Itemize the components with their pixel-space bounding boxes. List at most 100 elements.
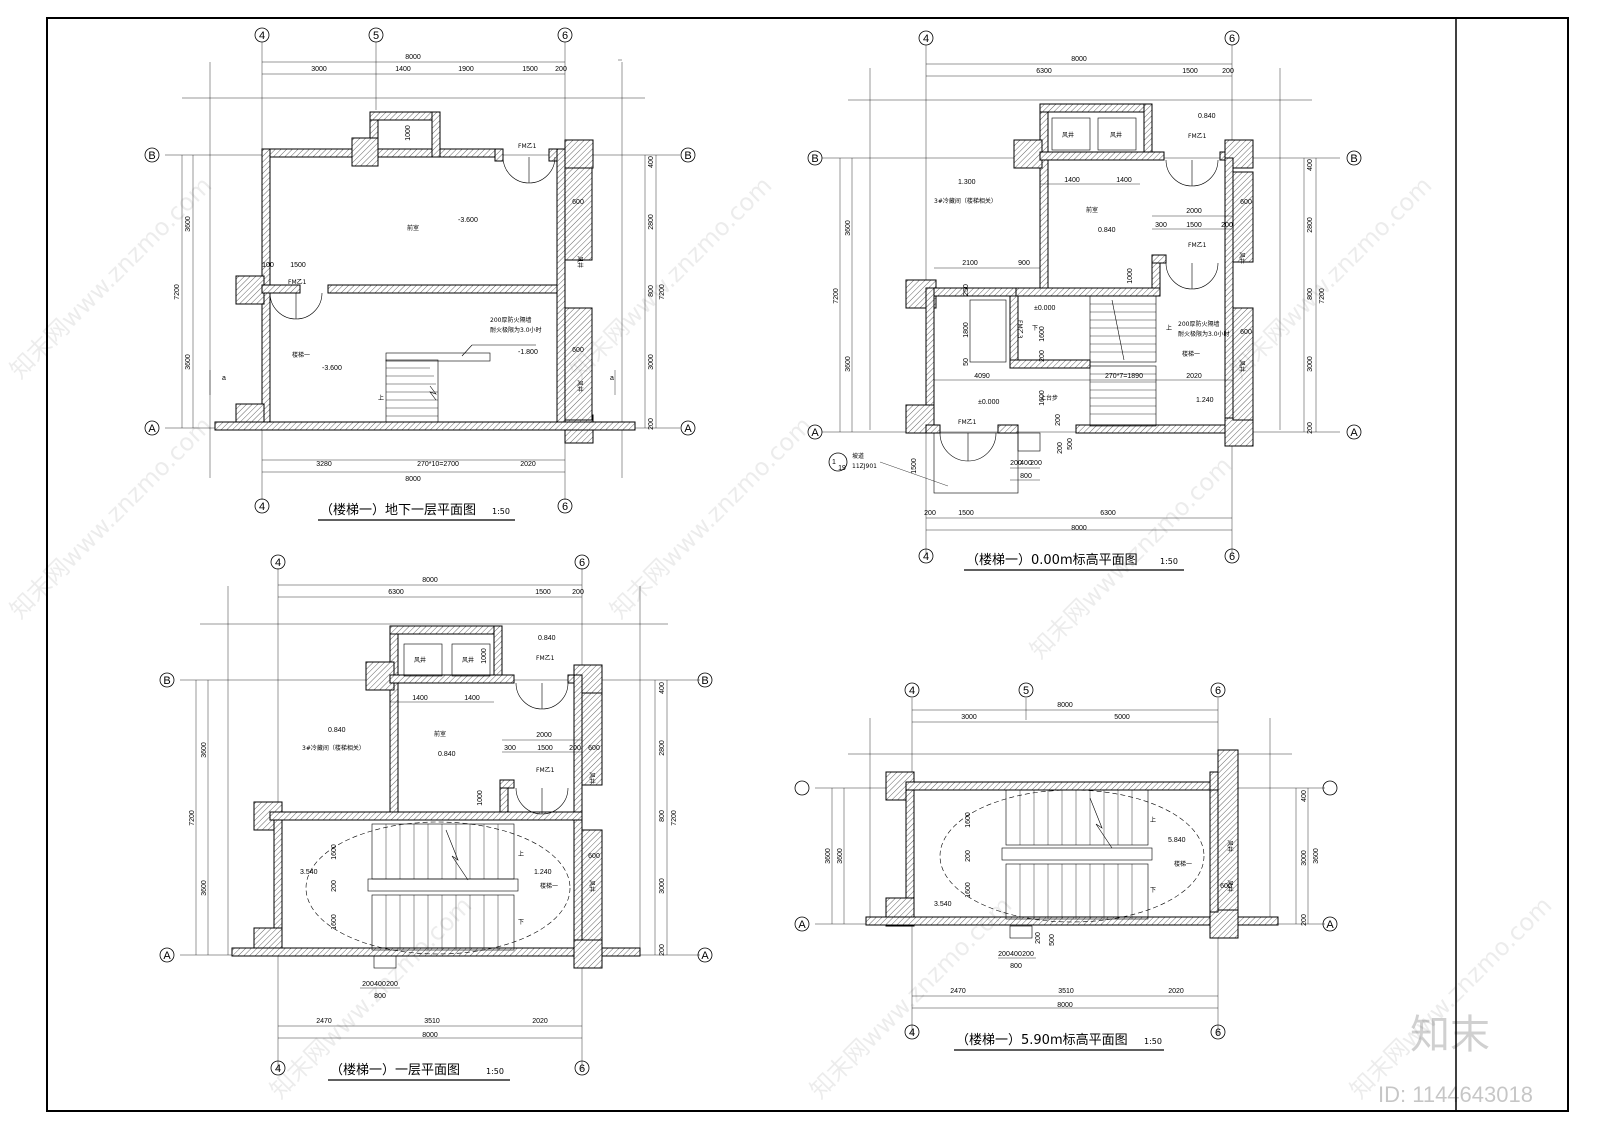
svg-text:1500: 1500: [958, 510, 974, 517]
svg-text:200厚防火隔墙: 200厚防火隔墙: [490, 316, 531, 324]
svg-text:3000: 3000: [961, 714, 977, 721]
svg-text:3000: 3000: [1301, 850, 1308, 866]
svg-text:100: 100: [262, 262, 274, 269]
svg-text:5: 5: [1023, 685, 1029, 697]
axis-6-top: 6: [562, 30, 568, 42]
svg-text:±0.000: ±0.000: [978, 399, 999, 406]
svg-text:8000: 8000: [1071, 525, 1087, 532]
svg-text:3000: 3000: [659, 878, 666, 894]
plan-title: （楼梯一）地下一层平面图: [320, 503, 476, 518]
svg-text:知末网www.znzmo.com: 知末网www.znzmo.com: [1344, 891, 1557, 1104]
plan-5-90: [815, 698, 1325, 1035]
svg-text:1.240: 1.240: [1196, 397, 1214, 404]
svg-text:250: 250: [963, 284, 970, 296]
svg-text:400: 400: [1307, 159, 1314, 171]
svg-text:6: 6: [1215, 1027, 1221, 1039]
svg-text:600: 600: [572, 347, 584, 354]
svg-text:A: A: [1326, 919, 1334, 931]
svg-text:11ZJ901: 11ZJ901: [852, 463, 877, 470]
plan-ground-0: [822, 45, 1340, 555]
svg-text:400: 400: [374, 981, 386, 988]
room-label: 前室: [407, 224, 419, 232]
svg-text:FM乙1: FM乙1: [1188, 133, 1207, 140]
svg-text:下: 下: [518, 919, 524, 926]
svg-text:200: 200: [1035, 932, 1042, 944]
svg-text:900: 900: [1018, 260, 1030, 267]
svg-text:6: 6: [1229, 551, 1235, 563]
dim-bottom: 3280: [316, 461, 332, 468]
svg-text:1600: 1600: [965, 882, 972, 898]
axis-6-bottom: 6: [562, 501, 568, 513]
svg-text:坡道: 坡道: [852, 452, 864, 460]
axis-a-left: A: [148, 423, 156, 435]
plan-first-floor-text: 4 6 4 6 B A B A 8000 6300 1500 200 2470 …: [163, 557, 709, 1081]
plan-scale: 1:50: [492, 507, 510, 516]
svg-text:1: 1: [832, 459, 836, 466]
svg-text:200: 200: [1301, 914, 1308, 926]
svg-text:200: 200: [1221, 222, 1233, 229]
axis-b-right: B: [684, 150, 691, 162]
svg-text:3600: 3600: [825, 848, 832, 864]
svg-text:1600: 1600: [1039, 390, 1046, 406]
axis-bubbles: [144, 27, 1362, 1076]
svg-text:（楼梯一）一层平面图: （楼梯一）一层平面图: [330, 1063, 460, 1078]
svg-text:3.540: 3.540: [934, 901, 952, 908]
svg-text:风井: 风井: [1226, 840, 1234, 852]
svg-text:3#冷藏间（楼梯相关）: 3#冷藏间（楼梯相关）: [302, 744, 365, 752]
svg-text:知末网www.znzmo.com: 知末网www.znzmo.com: [604, 411, 817, 624]
axis-4-bottom: 4: [259, 501, 265, 513]
svg-text:B: B: [1350, 153, 1357, 165]
sheet-border: [46, 17, 1569, 1112]
svg-text:6: 6: [1229, 33, 1235, 45]
svg-text:a: a: [222, 375, 226, 382]
svg-text:风井: 风井: [588, 880, 596, 892]
svg-text:楼梯一: 楼梯一: [1182, 350, 1200, 358]
svg-text:7200: 7200: [189, 810, 196, 826]
svg-text:1:50: 1:50: [1144, 1037, 1162, 1046]
svg-text:上: 上: [378, 394, 384, 402]
svg-text:0.840: 0.840: [328, 727, 346, 734]
svg-text:1000: 1000: [481, 648, 488, 664]
svg-text:600: 600: [1240, 199, 1252, 206]
svg-text:200: 200: [386, 981, 398, 988]
svg-text:1000: 1000: [477, 790, 484, 806]
svg-text:6300: 6300: [388, 589, 404, 596]
svg-text:1400: 1400: [1116, 177, 1132, 184]
svg-text:0.840: 0.840: [538, 635, 556, 642]
svg-text:A: A: [811, 427, 819, 439]
svg-text:1600: 1600: [965, 812, 972, 828]
plan-ground-0-text: 4 6 4 6 B A B A 8000 6300 1500 200 200 1…: [811, 33, 1358, 571]
plan-basement: [165, 42, 680, 500]
svg-text:3600: 3600: [1313, 848, 1320, 864]
svg-text:4090: 4090: [974, 373, 990, 380]
svg-text:200厚防火隔墙: 200厚防火隔墙: [1178, 320, 1219, 328]
svg-text:300: 300: [1155, 222, 1167, 229]
svg-text:500: 500: [1067, 438, 1074, 450]
room-label: 楼梯一: [292, 351, 310, 359]
svg-text:200: 200: [1022, 951, 1034, 958]
svg-text:5000: 5000: [1114, 714, 1130, 721]
svg-text:3600: 3600: [201, 742, 208, 758]
svg-text:8000: 8000: [1071, 56, 1087, 63]
svg-text:0.840: 0.840: [438, 751, 456, 758]
svg-text:A: A: [163, 950, 171, 962]
svg-text:2000: 2000: [1186, 208, 1202, 215]
svg-text:5.840: 5.840: [1168, 837, 1186, 844]
svg-text:4: 4: [923, 33, 929, 45]
svg-text:A: A: [1350, 427, 1358, 439]
svg-text:FM乙3: FM乙3: [1016, 320, 1023, 339]
plan-first-floor: [180, 568, 700, 1070]
svg-text:1400: 1400: [412, 695, 428, 702]
dim-top-total: 8000: [405, 54, 421, 61]
svg-text:7200: 7200: [659, 284, 666, 300]
svg-text:0.840: 0.840: [1098, 227, 1116, 234]
svg-text:下: 下: [1032, 325, 1038, 332]
svg-text:800: 800: [1307, 288, 1314, 300]
svg-text:1.300: 1.300: [958, 179, 976, 186]
svg-text:（楼梯一）5.90m标高平面图: （楼梯一）5.90m标高平面图: [956, 1032, 1128, 1048]
svg-text:200: 200: [1039, 350, 1046, 362]
svg-text:2800: 2800: [659, 740, 666, 756]
svg-text:200: 200: [659, 944, 666, 956]
svg-text:800: 800: [1020, 473, 1032, 480]
